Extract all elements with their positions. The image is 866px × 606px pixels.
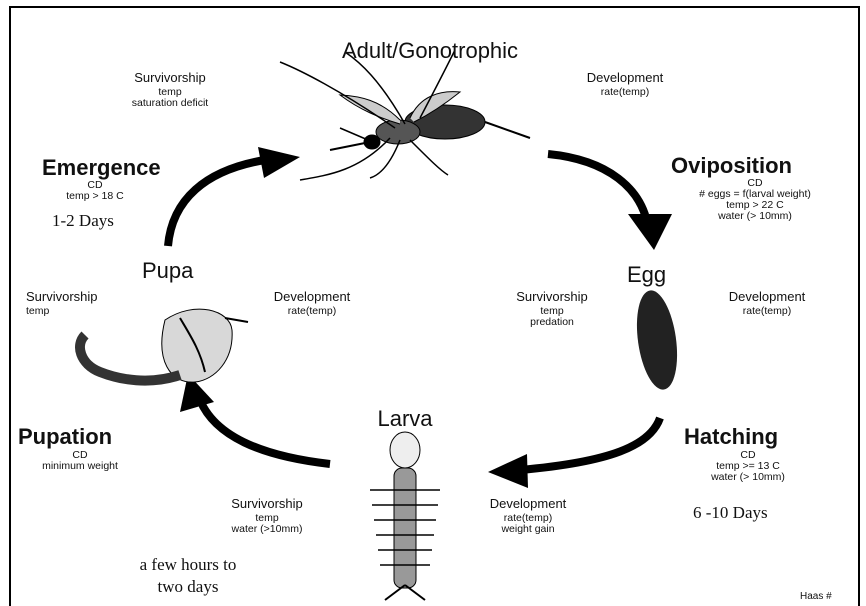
emergence-label: Emergence xyxy=(42,157,161,179)
pupa-illustration xyxy=(80,309,248,382)
adult-mosquito-illustration xyxy=(280,50,530,180)
larva-development-line-2: weight gain xyxy=(501,524,554,535)
hatching-line-3: water (> 10mm) xyxy=(711,472,785,483)
pupation-label: Pupation xyxy=(18,426,112,448)
arrow-pupation xyxy=(200,400,330,464)
larva-illustration xyxy=(370,432,440,600)
egg-development-label: Development xyxy=(729,291,806,303)
pupation-line-2: minimum weight xyxy=(42,461,118,472)
larva-label: Larva xyxy=(377,408,432,430)
hatching-duration: 6 -10 Days xyxy=(693,504,768,521)
emergence-duration: 1-2 Days xyxy=(52,212,114,229)
adult-survivorship-line-2: saturation deficit xyxy=(132,98,208,109)
egg-label: Egg xyxy=(627,264,666,286)
egg-survivorship-label: Survivorship xyxy=(516,291,588,303)
hatching-label: Hatching xyxy=(684,426,778,448)
pupation-duration-line-1: a few hours to xyxy=(140,556,237,573)
arrow-hatching xyxy=(520,418,660,470)
larva-survivorship-line-2: water (>10mm) xyxy=(232,524,303,535)
egg-illustration xyxy=(631,288,683,392)
egg-survivorship-line-2: predation xyxy=(530,317,574,328)
pupa-label: Pupa xyxy=(142,260,193,282)
pupa-development-label: Development xyxy=(274,291,351,303)
adult-development-line-1: rate(temp) xyxy=(601,87,649,98)
diagram-title: Adult/Gonotrophic xyxy=(342,40,518,62)
adult-survivorship-label: Survivorship xyxy=(134,72,206,84)
arrow-hatching-head xyxy=(488,454,528,488)
pupa-survivorship-label: Survivorship xyxy=(26,291,98,303)
arrow-emergence xyxy=(168,160,265,246)
pupa-development-line-1: rate(temp) xyxy=(288,306,336,317)
arrow-oviposition-head xyxy=(628,214,672,250)
pupation-duration-line-2: two days xyxy=(158,578,219,595)
arrow-emergence-head xyxy=(258,147,300,178)
pupa-survivorship-line-1: temp xyxy=(26,306,49,317)
adult-development-label: Development xyxy=(587,72,664,84)
oviposition-line-4: water (> 10mm) xyxy=(718,211,792,222)
oviposition-label: Oviposition xyxy=(671,155,792,177)
emergence-line-2: temp > 18 C xyxy=(66,191,124,202)
larva-survivorship-label: Survivorship xyxy=(231,498,303,510)
arrow-oviposition xyxy=(548,154,647,222)
larva-development-label: Development xyxy=(490,498,567,510)
egg-development-line-1: rate(temp) xyxy=(743,306,791,317)
